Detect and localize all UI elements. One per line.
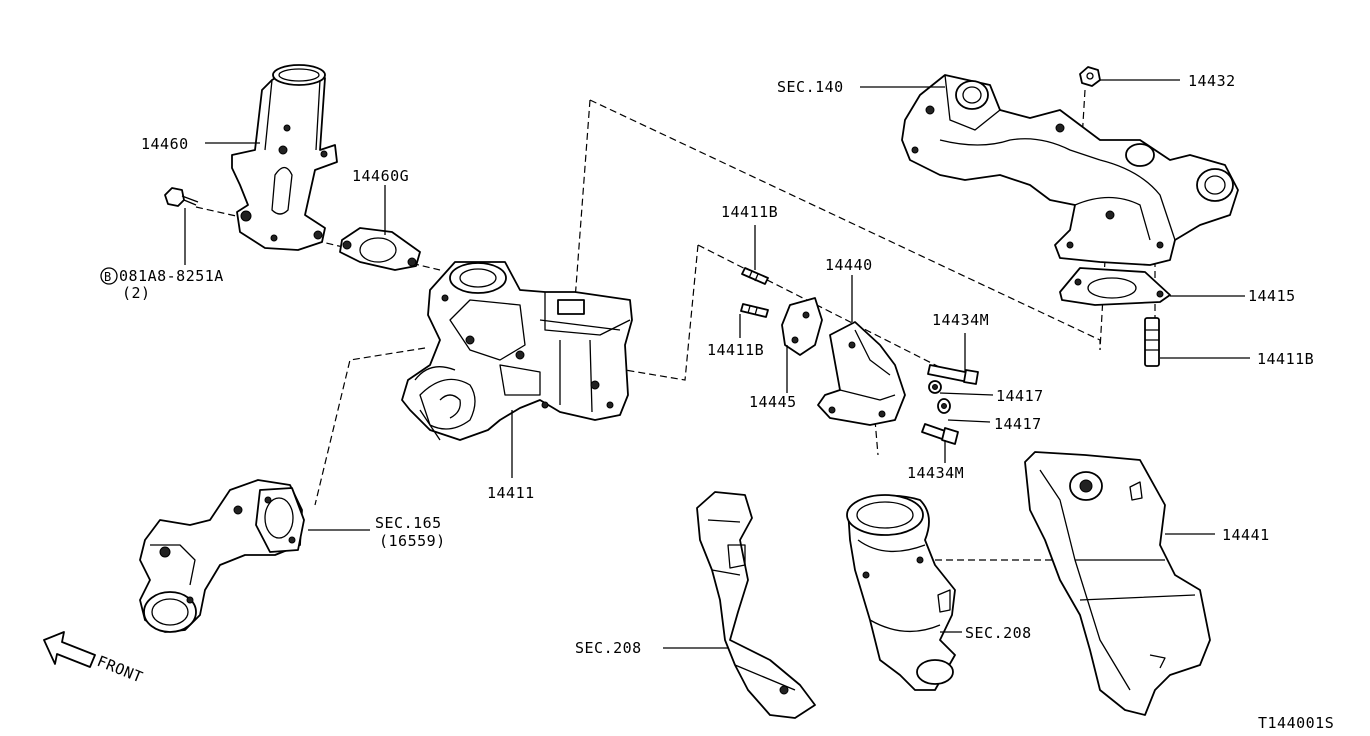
nut-14432 bbox=[1079, 66, 1101, 87]
intake-elbow-sec165 bbox=[139, 479, 305, 633]
label-14434M-top: 14434M bbox=[932, 311, 989, 329]
bolt-081A8-8251A bbox=[164, 187, 199, 207]
label-14460: 14460 bbox=[141, 135, 189, 153]
label-sec208-right: SEC.208 bbox=[965, 624, 1032, 642]
label-16559: (16559) bbox=[379, 532, 446, 550]
label-14440: 14440 bbox=[825, 256, 873, 274]
label-14411: 14411 bbox=[487, 484, 535, 502]
gasket-14415 bbox=[1059, 267, 1171, 306]
label-14460G: 14460G bbox=[352, 167, 409, 185]
label-bolt-qty: (2) bbox=[122, 284, 151, 302]
exhaust-manifold-sec140 bbox=[901, 74, 1239, 266]
label-14434M-bottom: 14434M bbox=[907, 464, 964, 482]
pipe-shield-sec208 bbox=[696, 491, 816, 719]
stud-14411B-top bbox=[741, 267, 769, 285]
label-bolt-081A8-8251A: 081A8-8251A bbox=[119, 267, 224, 285]
label-14411B-top: 14411B bbox=[721, 203, 778, 221]
label-sec208-left: SEC.208 bbox=[575, 639, 642, 657]
diagram-code: T144001S bbox=[1258, 714, 1334, 732]
label-14411B-mid: 14411B bbox=[707, 341, 764, 359]
label-sec140: SEC.140 bbox=[777, 78, 844, 96]
outlet-pipe-14460 bbox=[231, 64, 338, 251]
label-14417-b: 14417 bbox=[994, 415, 1042, 433]
part-labels: 14460 14460G B 081A8-8251A (2) 14411 SEC… bbox=[95, 72, 1334, 732]
label-sec165: SEC.165 bbox=[375, 514, 442, 532]
label-14432: 14432 bbox=[1188, 72, 1236, 90]
washer-14417-b bbox=[937, 398, 951, 414]
heat-shield-14441 bbox=[1024, 451, 1211, 716]
label-14415: 14415 bbox=[1248, 287, 1296, 305]
label-14441: 14441 bbox=[1222, 526, 1270, 544]
gasket-14460G bbox=[339, 227, 421, 271]
bolt-14434M-top bbox=[927, 364, 979, 385]
bolt-mark-circle bbox=[100, 267, 118, 285]
label-14445: 14445 bbox=[749, 393, 797, 411]
exhaust-assembly-14411 bbox=[401, 261, 633, 441]
stud-14411B-right bbox=[1144, 317, 1160, 367]
bracket-14445 bbox=[781, 297, 823, 356]
label-front: FRONT bbox=[95, 652, 146, 687]
washer-14417-a bbox=[928, 380, 942, 394]
front-arrow-icon bbox=[43, 631, 96, 668]
leader-lines bbox=[184, 79, 1250, 649]
bolt-mark: B bbox=[104, 270, 112, 284]
catalytic-converter-sec208 bbox=[846, 494, 956, 691]
label-14417-a: 14417 bbox=[996, 387, 1044, 405]
stud-14411B-mid bbox=[740, 303, 769, 318]
bolt-14434M-bottom bbox=[921, 423, 959, 445]
bracket-14440 bbox=[817, 321, 906, 426]
label-14411B-right: 14411B bbox=[1257, 350, 1314, 368]
